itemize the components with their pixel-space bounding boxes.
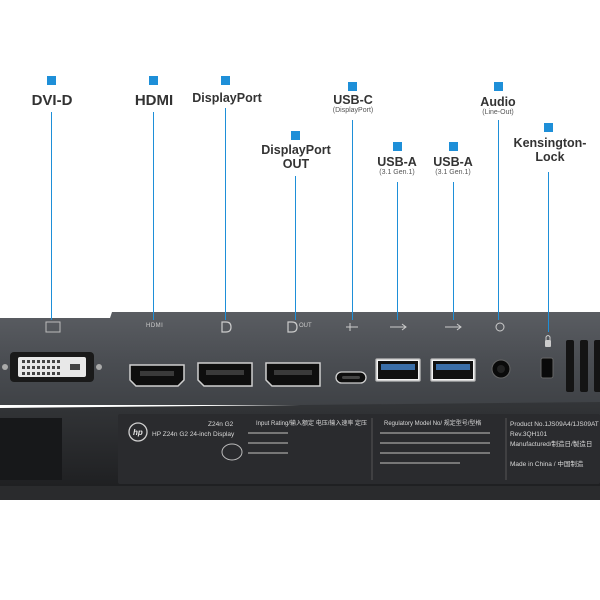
callout-title: USB-A xyxy=(377,155,417,169)
dp-out-icon-text: OUT xyxy=(299,323,312,329)
label-model-2: HP Z24n G2 24-inch Display xyxy=(152,431,235,438)
label-regulatory-model: Regulatory Model No/ 规定型号/型格 xyxy=(384,421,482,427)
vent-slots xyxy=(566,340,600,392)
callout-label: Kensington- Lock xyxy=(513,136,587,165)
marker-square xyxy=(221,76,230,85)
marker-square xyxy=(494,82,503,91)
hdmi-icon: HDMI xyxy=(146,323,164,329)
callout-title: USB-A xyxy=(433,155,473,169)
callout-subtitle: (3.1 Gen.1) xyxy=(435,169,471,177)
usb-a-2-icon xyxy=(445,323,462,331)
callout-label: USB-C (DisplayPort) xyxy=(333,93,373,116)
leader-line xyxy=(225,108,227,320)
callout-subtitle: (Line-Out) xyxy=(482,109,514,117)
leader-line xyxy=(397,182,399,320)
leader-line xyxy=(153,112,155,320)
marker-square xyxy=(291,131,300,140)
displayport-icon xyxy=(221,321,232,333)
hp-logo-icon xyxy=(128,422,148,442)
kensington-lock-slot xyxy=(540,357,554,379)
marker-square xyxy=(149,76,158,85)
leader-line xyxy=(548,172,550,332)
leader-line xyxy=(295,176,297,320)
marker-square xyxy=(544,123,553,132)
callout-label: DisplayPort xyxy=(192,91,262,105)
callout-subtitle: (3.1 Gen.1) xyxy=(379,169,415,177)
callout-title: Audio xyxy=(480,95,516,109)
leader-line xyxy=(51,112,53,320)
callout-label: HDMI xyxy=(134,92,174,109)
label-brand: hp xyxy=(133,428,143,437)
usb-c-icon xyxy=(346,323,358,331)
label-product-no: Product No.1JS09A4/1JS09AT xyxy=(510,421,599,428)
label-manufactured: Manufactured/制造日/製造日 xyxy=(510,441,593,448)
label-rev: Rev.3QH101 xyxy=(510,431,548,438)
marker-square xyxy=(47,76,56,85)
displayport-out-icon xyxy=(287,321,298,333)
dvi-icon xyxy=(45,321,61,333)
callout-title: USB-C xyxy=(333,93,373,107)
leader-line xyxy=(352,120,354,320)
marker-square xyxy=(348,82,357,91)
callout-label: USB-A (3.1 Gen.1) xyxy=(433,155,473,178)
label-model-1: Z24n G2 xyxy=(208,421,234,428)
callout-label: DVI-D xyxy=(31,92,73,109)
callout-subtitle: (DisplayPort) xyxy=(332,107,374,115)
callout-label: DisplayPort OUT xyxy=(261,143,331,172)
regulatory-label: hp Z24n G2 HP Z24n G2 24-inch Display In… xyxy=(133,420,600,484)
leader-line xyxy=(498,120,500,320)
label-input-rating: Input Rating/输入额定 电压/输入速率 定压 xyxy=(256,421,368,427)
callout-label: USB-A (3.1 Gen.1) xyxy=(377,155,417,178)
usb-a-1-icon xyxy=(390,323,407,331)
label-made-in: Made in China / 中国制造 xyxy=(510,461,584,468)
callout-label: Audio (Line-Out) xyxy=(480,95,515,118)
leader-line xyxy=(453,182,455,320)
audio-icon xyxy=(495,322,505,332)
marker-square xyxy=(393,142,402,151)
lock-icon xyxy=(545,340,551,347)
marker-square xyxy=(449,142,458,151)
